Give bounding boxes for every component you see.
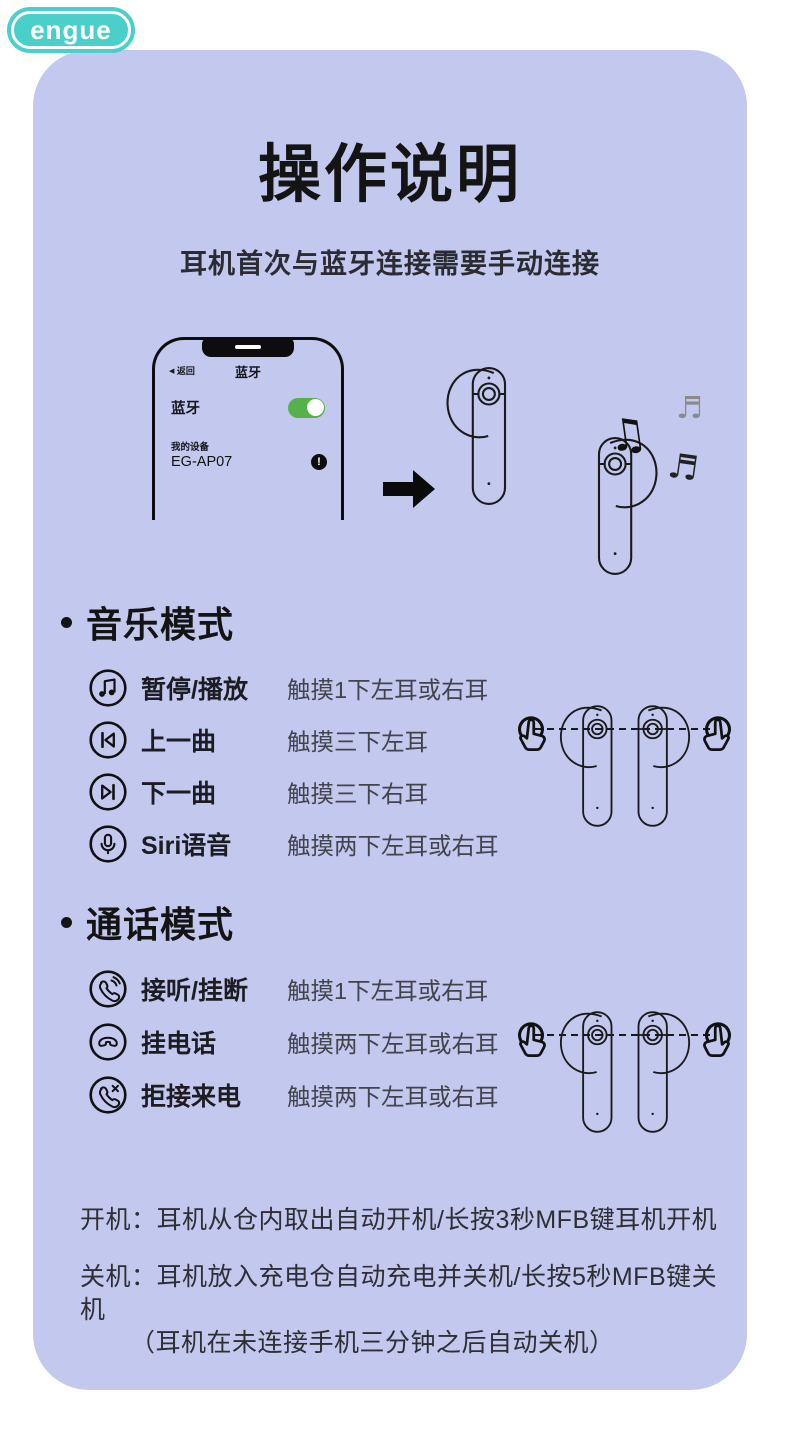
call-mode-header: 通话模式: [61, 896, 234, 948]
bluetooth-row: 蓝牙: [171, 397, 325, 418]
bullet-dot: [61, 616, 72, 628]
device-row: EG-AP07 !: [171, 454, 327, 470]
row-desc: 触摸两下左耳或右耳: [287, 1030, 499, 1057]
hang-up-icon: [89, 1022, 127, 1061]
phone-nav-title: 蓝牙: [234, 365, 261, 380]
page-title: 操作说明: [258, 140, 522, 210]
row-desc: 触摸三下右耳: [287, 781, 428, 807]
row-label: 暂停/播放: [141, 676, 248, 704]
music-tap-illustration: [517, 705, 732, 827]
next-track-icon: [89, 773, 127, 811]
power-on-text: 开机：耳机从仓内取出自动开机/长按3秒MFB键耳机开机: [80, 1206, 718, 1234]
row-label: 挂电话: [141, 1029, 217, 1058]
bluetooth-label: 蓝牙: [171, 401, 200, 417]
music-row-pause-play: 暂停/播放 触摸1下左耳或右耳: [88, 662, 499, 714]
row-label: Siri语音: [141, 832, 232, 860]
info-icon: !: [311, 454, 327, 470]
power-instructions: 开机：耳机从仓内取出自动开机/长按3秒MFB键耳机开机 关机：耳机放入充电仓自动…: [80, 1204, 720, 1360]
siri-mic-icon: [89, 825, 127, 863]
svg-text:♫: ♫: [605, 407, 651, 463]
device-name: EG-AP07: [171, 454, 233, 470]
row-desc: 触摸1下左耳或右耳: [287, 677, 489, 703]
phone-notch: [202, 338, 294, 357]
svg-text:♬: ♬: [676, 391, 703, 426]
back-button: ◀ 返回: [169, 364, 195, 377]
call-mode-rows: 接听/挂断 触摸1下左耳或右耳 挂电话 触摸两下左耳或右耳 拒接来电 触摸两下左…: [88, 962, 499, 1121]
call-mode-title: 通话模式: [86, 904, 235, 945]
row-label: 接听/挂断: [141, 976, 248, 1005]
phone-speaker-slit: [235, 345, 261, 349]
music-notes-icon: ♫ ♬ ♬: [605, 391, 703, 490]
tap-hand-left-icon: [517, 1022, 547, 1058]
row-desc: 触摸两下左耳或右耳: [287, 1083, 499, 1110]
toggle-knob: [306, 399, 324, 416]
power-off-line: 关机：耳机放入充电仓自动充电并关机/长按5秒MFB键关机: [80, 1263, 718, 1324]
row-label: 下一曲: [141, 780, 217, 808]
brand-logo-text: engue: [30, 14, 112, 45]
pause-play-icon: [89, 669, 127, 707]
row-desc: 触摸两下左耳或右耳: [287, 833, 499, 859]
tap-hand-right-icon: [702, 716, 732, 752]
call-row-answer: 接听/挂断 触摸1下左耳或右耳: [88, 962, 499, 1015]
answer-call-icon: [89, 969, 127, 1008]
row-label: 拒接来电: [141, 1082, 242, 1111]
back-chevron-icon: ◀: [169, 368, 175, 375]
bluetooth-toggle: [288, 397, 325, 418]
row-label: 上一曲: [141, 728, 217, 756]
tap-hand-right-icon: [702, 1022, 732, 1058]
content-panel: 操作说明 耳机首次与蓝牙连接需要手动连接 ◀ 返回 蓝牙 蓝牙 我的设备 EG-…: [33, 50, 747, 1390]
phone-illustration: ◀ 返回 蓝牙 蓝牙 我的设备 EG-AP07 !: [152, 337, 344, 520]
call-row-hangup: 挂电话 触摸两下左耳或右耳: [88, 1015, 499, 1068]
music-row-siri: Siri语音 触摸两下左耳或右耳: [88, 818, 499, 870]
svg-text:♬: ♬: [665, 446, 701, 490]
music-mode-header: 音乐模式: [61, 596, 234, 648]
back-label: 返回: [176, 366, 195, 376]
reject-call-icon: [89, 1075, 127, 1114]
my-devices-label: 我的设备: [171, 442, 210, 453]
music-row-prev: 上一曲 触摸三下左耳: [88, 714, 499, 766]
bullet-dot: [61, 916, 72, 928]
music-mode-title: 音乐模式: [86, 604, 235, 645]
call-tap-illustration: [517, 1011, 732, 1133]
music-row-next: 下一曲 触摸三下右耳: [88, 766, 499, 818]
tap-hand-left-icon: [517, 716, 547, 752]
page-subtitle: 耳机首次与蓝牙连接需要手动连接: [180, 249, 600, 279]
brand-logo: engue: [7, 7, 135, 53]
call-row-reject: 拒接来电 触摸两下左耳或右耳: [88, 1068, 499, 1121]
row-desc: 触摸1下左耳或右耳: [287, 977, 489, 1004]
power-off-text: 关机：耳机放入充电仓自动充电并关机/长按5秒MFB键关机 （耳机在未连接手机三分…: [80, 1261, 720, 1360]
row-desc: 触摸三下左耳: [287, 729, 428, 755]
music-mode-rows: 暂停/播放 触摸1下左耳或右耳 上一曲 触摸三下左耳 下一曲: [88, 662, 499, 870]
arrow-right-icon: [383, 470, 435, 508]
power-off-note: （耳机在未连接手机三分钟之后自动关机）: [130, 1329, 615, 1357]
prev-track-icon: [89, 721, 127, 759]
earbuds-music-illustration: ♫ ♬ ♬: [446, 367, 703, 575]
